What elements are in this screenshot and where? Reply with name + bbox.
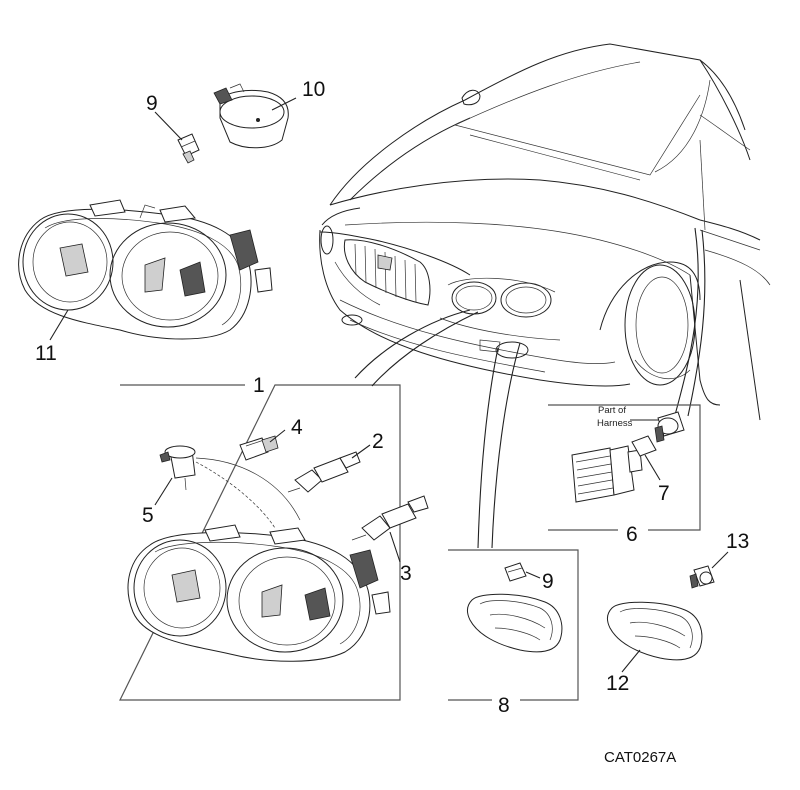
headlamp-11 [18, 199, 273, 341]
car-illustration [319, 43, 771, 421]
harness-note-line2: Harness [597, 418, 633, 429]
callout-6: 6 [626, 523, 638, 546]
bulb-9-top [154, 111, 200, 164]
callout-9-box8: 9 [542, 570, 554, 593]
callout-13: 13 [726, 530, 749, 553]
callout-3: 3 [400, 562, 412, 585]
callout-8: 8 [498, 694, 510, 717]
callout-12: 12 [606, 672, 629, 695]
bulb-holder-5 [154, 445, 301, 529]
catalog-code: CAT0267A [604, 749, 676, 766]
bulb-4 [239, 429, 286, 461]
headlamp-1 [127, 524, 391, 662]
callout-4: 4 [291, 416, 303, 439]
bulb-3 [351, 495, 429, 563]
fog-lamp-12 [607, 601, 703, 673]
callout-labels: 9 10 11 1 4 2 5 3 7 6 13 9 12 8 [35, 78, 749, 717]
callout-5: 5 [142, 504, 154, 527]
bulb-2 [287, 444, 371, 493]
callout-10: 10 [302, 78, 325, 101]
harness-note-line1: Part of [598, 405, 626, 416]
callout-2: 2 [372, 430, 384, 453]
assembly-box-6: Part of Harness [548, 404, 701, 531]
assembly-box-8 [448, 549, 579, 701]
callout-1: 1 [253, 374, 265, 397]
callout-9-top: 9 [146, 92, 158, 115]
callout-11: 11 [35, 342, 57, 365]
bulb-holder-10 [213, 83, 297, 149]
callout-7: 7 [658, 482, 670, 505]
clip-13 [689, 551, 729, 589]
